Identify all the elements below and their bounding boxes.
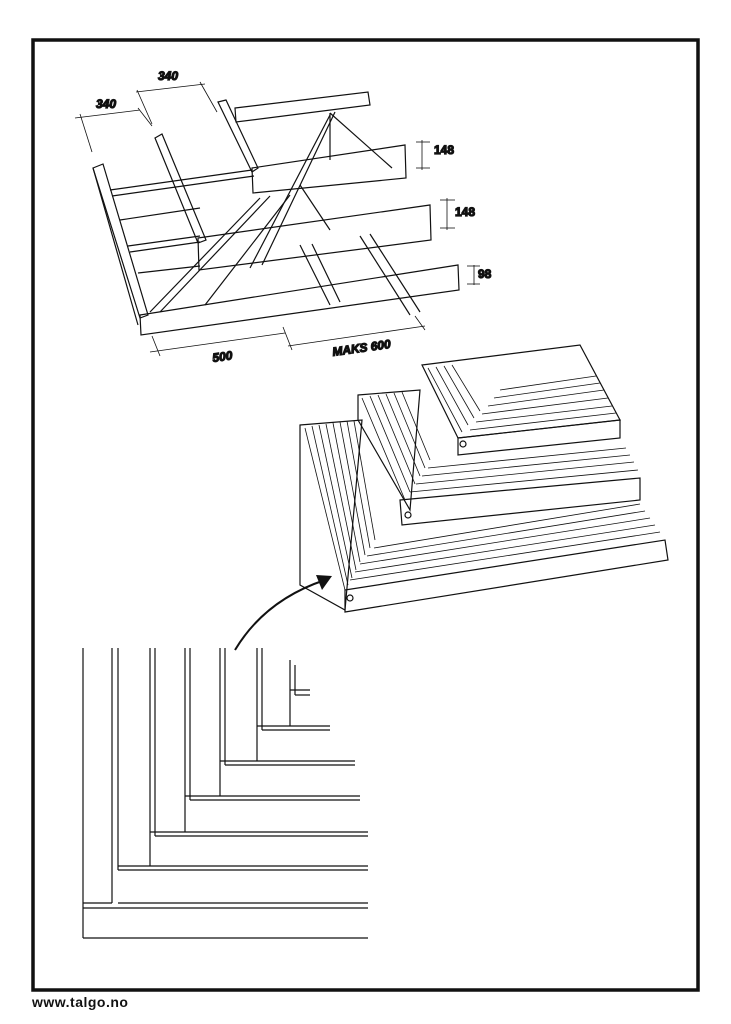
dim-height-1: 148 [434, 143, 454, 157]
dim-spacing: MAKS 600 [331, 337, 391, 359]
finished-stairs [299, 344, 669, 613]
arrow-icon [234, 579, 326, 651]
dim-width-2: 340 [158, 69, 178, 83]
dim-depth: 500 [211, 348, 233, 365]
dim-height-2: 148 [455, 205, 475, 219]
drawing-frame [31, 38, 700, 992]
dimension-lines [74, 81, 480, 357]
footer-website: www.talgo.no [32, 994, 129, 1010]
corner-detail [82, 648, 368, 939]
dim-width-1: 340 [96, 97, 116, 111]
frame-construction [92, 91, 460, 336]
dim-height-3: 98 [478, 267, 492, 281]
arrow-head-icon [316, 575, 332, 590]
